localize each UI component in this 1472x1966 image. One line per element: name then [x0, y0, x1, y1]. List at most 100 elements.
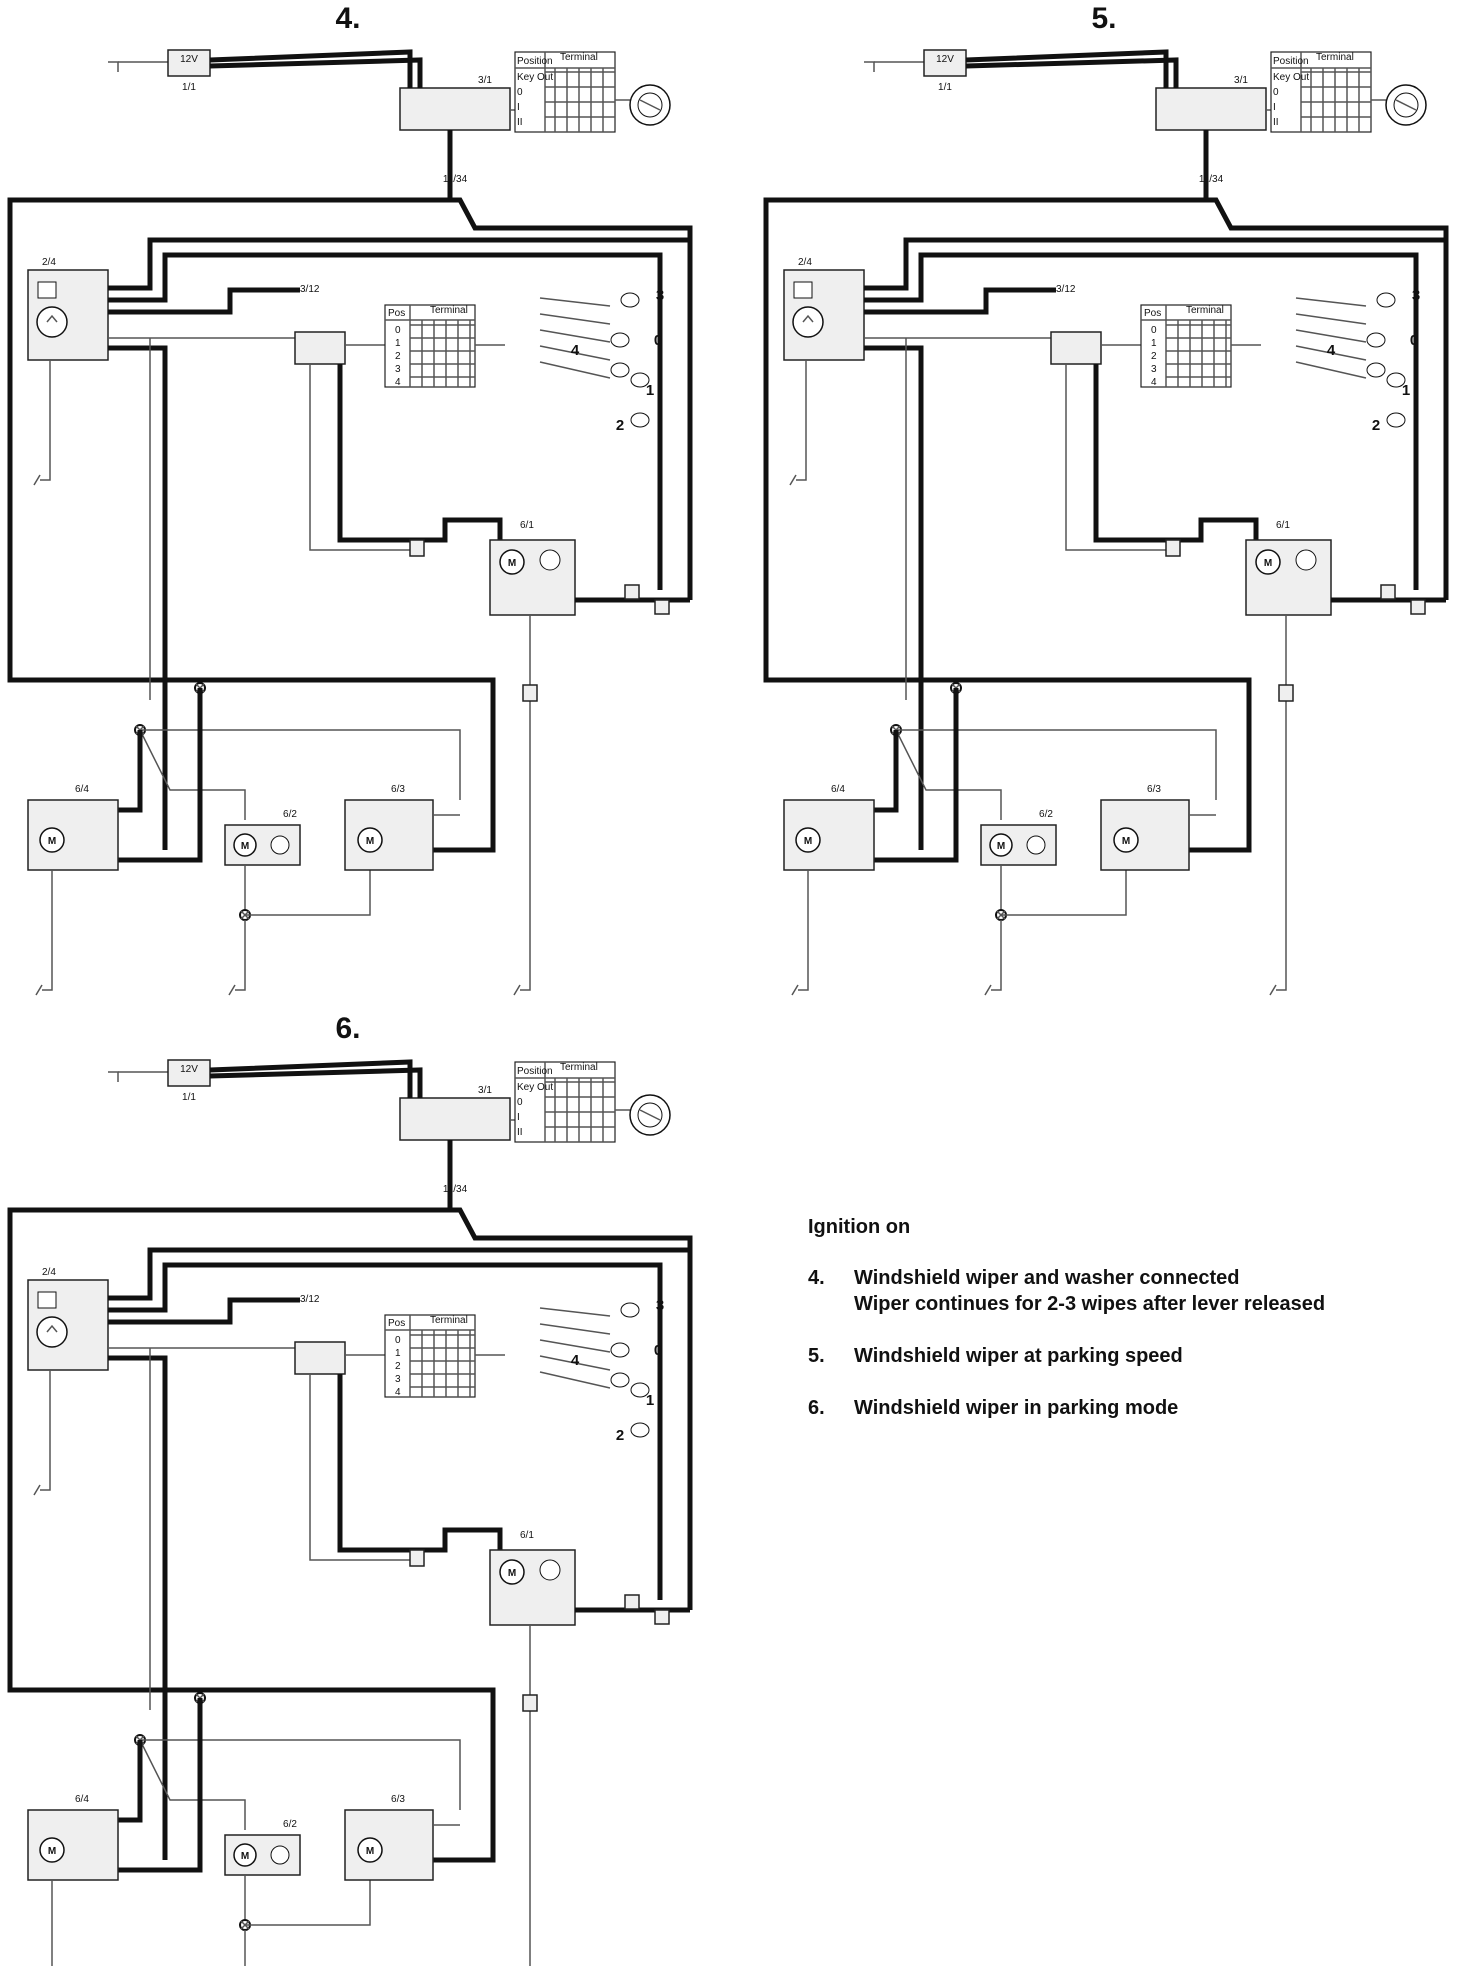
lower-wire — [895, 729, 1002, 820]
ground-wire — [40, 1460, 51, 1491]
ignition-switch-box — [1155, 87, 1267, 131]
switch-table-frame — [384, 304, 476, 388]
ignition-table-row: II — [1273, 117, 1279, 128]
ground-wire — [520, 960, 531, 991]
right-motor-box — [344, 799, 434, 871]
lever-stalk-end — [630, 412, 650, 428]
lever-position-0: 0 — [1410, 332, 1418, 349]
relay-label: 2/4 — [42, 1267, 56, 1278]
switch-table-header: Pos — [388, 1318, 405, 1329]
connector-label: 11/34 — [1199, 174, 1224, 185]
motor-letter: M — [1264, 558, 1272, 569]
ignition-key-slot — [639, 99, 661, 111]
motor-symbol — [795, 827, 821, 853]
pump-outlet — [1026, 835, 1046, 855]
relay-wire — [108, 252, 663, 590]
lever-stalk-end — [610, 1342, 630, 1358]
legend: Ignition on 4. Windshield wiper and wash… — [808, 1216, 1448, 1447]
ground-symbol — [33, 474, 41, 486]
lever-position-2: 2 — [1372, 417, 1380, 434]
motor-symbol — [39, 827, 65, 853]
pump-outlet — [270, 835, 290, 855]
switch-table-row: 1 — [1151, 338, 1157, 349]
lever-stalk-line — [539, 1371, 611, 1389]
wiper-switch-box — [294, 331, 346, 365]
legend-item-5: 5. Windshield wiper at parking speed — [808, 1343, 1448, 1369]
lever-stalk-end — [630, 1382, 650, 1398]
motor-symbol — [233, 1843, 257, 1867]
ignition-table-header: Position — [1273, 56, 1309, 67]
lever-stalk-end — [630, 372, 650, 388]
relay-transistor — [36, 306, 68, 338]
lever-stalk-line — [539, 329, 611, 343]
lever-stalk-line — [539, 361, 611, 379]
legend-item-4: 4. Windshield wiper and washer connected… — [808, 1265, 1448, 1317]
inline-connector — [624, 1594, 640, 1610]
main-supply-wire — [447, 130, 693, 600]
lower-wire — [866, 688, 959, 863]
ignition-table-header: Position — [517, 56, 553, 67]
motor-letter: M — [241, 841, 249, 852]
lever-stalk-end — [610, 332, 630, 348]
wiper-switch-label: 3/12 — [300, 1294, 320, 1305]
motor-symbol — [357, 827, 383, 853]
switch-table-frame — [384, 1314, 476, 1398]
legend-item-number: 5. — [808, 1345, 825, 1367]
ground-wire — [235, 960, 246, 991]
lower-wire — [110, 688, 203, 863]
inline-connector — [1278, 684, 1294, 702]
pump-ground-wire — [1001, 870, 1127, 916]
switch-table-frame — [1140, 304, 1232, 388]
diagram-title: 4. — [335, 2, 360, 35]
ignition-key-ring — [637, 1102, 663, 1128]
lever-stalk-line — [539, 1323, 611, 1335]
ignition-table-header: Position — [517, 1066, 553, 1077]
battery-box — [167, 49, 211, 77]
lever-position-1: 1 — [1402, 382, 1410, 399]
lever-stalk-end — [1366, 332, 1386, 348]
switch-wire — [337, 364, 503, 548]
switch-table-row: 4 — [1151, 377, 1157, 388]
switch-table-row: 0 — [395, 1335, 401, 1346]
lever-stalk-line — [539, 297, 611, 307]
lower-wire — [896, 729, 1217, 800]
ground-symbol — [33, 1484, 41, 1496]
battery-label: 1/1 — [182, 1092, 196, 1103]
lever-stalk-line — [539, 1307, 611, 1317]
inline-connector — [409, 1549, 425, 1567]
lower-wire — [139, 729, 246, 820]
legend-item-text: Wiper continues for 2-3 wipes after leve… — [854, 1293, 1326, 1315]
motor-symbol — [233, 833, 257, 857]
ignition-table-row: II — [517, 1127, 523, 1138]
lever-stalk-line — [1295, 297, 1367, 307]
inline-connector — [654, 1609, 670, 1625]
ground-wire — [991, 960, 1002, 991]
main-supply-wire — [1203, 130, 1449, 600]
lever-position-3: 3 — [656, 287, 664, 304]
lever-position-0: 0 — [654, 1342, 662, 1359]
relay-wire — [108, 1247, 690, 1301]
lever-position-2: 2 — [616, 417, 624, 434]
lever-position-4: 4 — [571, 342, 580, 359]
diagram-title: 5. — [1091, 2, 1116, 35]
front-motor-label: 6/1 — [1276, 520, 1290, 531]
lever-stalk-end — [1376, 292, 1396, 308]
pump-label: 6/2 — [283, 809, 297, 820]
relay-coil — [793, 281, 813, 299]
motor-letter: M — [997, 841, 1005, 852]
left-motor-label: 6/4 — [75, 1794, 89, 1805]
motor-letter: M — [48, 836, 56, 847]
lower-wire — [110, 1740, 143, 1823]
lever-position-3: 3 — [1412, 287, 1420, 304]
switch-wire — [1093, 364, 1259, 548]
ground-symbol — [984, 984, 992, 996]
legend-heading: Ignition on — [808, 1216, 911, 1238]
left-motor-label: 6/4 — [831, 784, 845, 795]
ground-wire — [40, 450, 51, 481]
lower-wire — [140, 729, 461, 800]
ignition-table-row: Key Out — [517, 72, 553, 83]
